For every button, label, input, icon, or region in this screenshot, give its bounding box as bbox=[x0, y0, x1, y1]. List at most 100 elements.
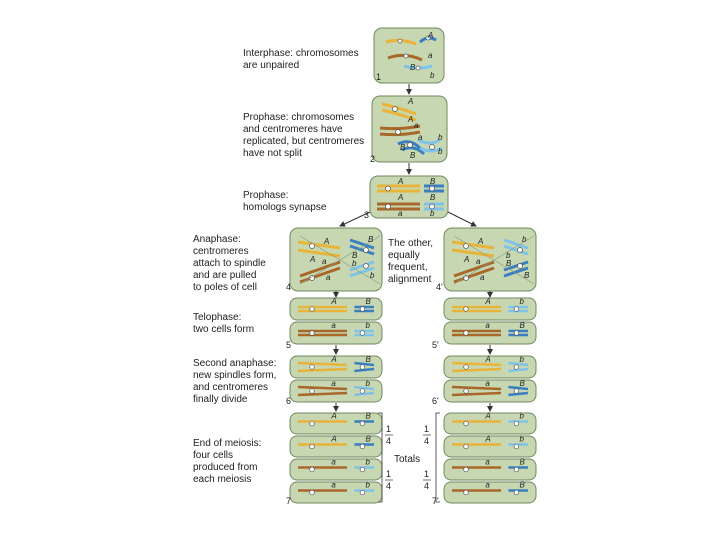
centromere bbox=[513, 489, 520, 496]
synapse-cell bbox=[369, 175, 449, 219]
centromere bbox=[359, 489, 366, 496]
centromere bbox=[309, 306, 315, 312]
centromere bbox=[463, 364, 469, 370]
allele-label: B bbox=[365, 435, 371, 444]
allele-label: a bbox=[485, 321, 490, 330]
interphase-chromosomes bbox=[385, 35, 437, 71]
chromatid bbox=[451, 391, 502, 397]
telophase-label: Telophase: two cells form bbox=[193, 312, 254, 335]
allele-label: a bbox=[418, 133, 423, 142]
allele-label: A bbox=[323, 237, 329, 246]
allele-label: a bbox=[331, 379, 336, 388]
allele-label: B bbox=[430, 177, 436, 186]
centromere bbox=[463, 330, 469, 336]
allele-label: b bbox=[519, 435, 524, 444]
alternative-alignment-label: The other, equally frequent, alignment bbox=[388, 238, 436, 285]
allele-label: b bbox=[519, 355, 524, 364]
centromere bbox=[513, 306, 520, 312]
fraction-denominator: 4 bbox=[424, 481, 429, 491]
allele-label: b bbox=[370, 271, 375, 280]
centromere bbox=[359, 364, 366, 370]
allele-label: B bbox=[506, 259, 512, 268]
prophase-replicated-label: Prophase: chromosomes and centromeres ha… bbox=[243, 112, 367, 159]
allele-label: a bbox=[480, 273, 485, 282]
allele-label: b bbox=[430, 209, 435, 218]
allele-label: a bbox=[331, 321, 336, 330]
centromere bbox=[513, 364, 520, 370]
allele-label: B bbox=[524, 271, 530, 280]
chromatid bbox=[508, 361, 529, 367]
centromere bbox=[359, 388, 366, 394]
cell bbox=[443, 412, 537, 435]
synapsed-chromosomes bbox=[377, 184, 444, 211]
allele-label: B bbox=[365, 355, 371, 364]
centromere bbox=[309, 443, 315, 450]
step-number: 6' bbox=[432, 396, 439, 406]
allele-label: A bbox=[407, 115, 413, 124]
chromatid bbox=[297, 385, 348, 391]
allele-label: a bbox=[322, 257, 327, 266]
chromatid bbox=[451, 385, 502, 391]
allele-label: b bbox=[365, 481, 370, 490]
allele-label: A bbox=[330, 297, 336, 306]
allele-label: A bbox=[484, 297, 490, 306]
centromere bbox=[309, 330, 315, 336]
chromatid bbox=[451, 361, 502, 367]
allele-label: A bbox=[330, 435, 336, 444]
prophase-synapse-label: Prophase: homologs synapse bbox=[243, 190, 327, 213]
centromere bbox=[513, 420, 520, 427]
chromatid bbox=[508, 391, 529, 397]
centromere bbox=[513, 443, 520, 450]
allele-label: B bbox=[519, 321, 525, 330]
step-number: 6 bbox=[286, 396, 291, 406]
allele-label: B bbox=[519, 458, 525, 467]
centromere bbox=[359, 443, 366, 450]
allele-label: a bbox=[331, 458, 336, 467]
fraction-numerator: 1 bbox=[424, 469, 429, 479]
allele-label: a bbox=[485, 458, 490, 467]
allele-label: A bbox=[397, 193, 403, 202]
allele-label: B bbox=[410, 63, 416, 72]
centromere bbox=[309, 388, 315, 394]
cell bbox=[443, 435, 537, 458]
allele-label: b bbox=[519, 297, 524, 306]
allele-label: a bbox=[428, 51, 433, 60]
allele-label: A bbox=[484, 412, 490, 421]
step-number: 7 bbox=[286, 496, 291, 506]
chromatid bbox=[297, 367, 348, 373]
step-number: 3 bbox=[364, 210, 369, 220]
allele-label: B bbox=[365, 412, 371, 421]
allele-label: B bbox=[519, 379, 525, 388]
cell bbox=[443, 355, 537, 379]
centromere bbox=[463, 443, 469, 450]
chromatid bbox=[354, 385, 375, 391]
chromatid bbox=[354, 367, 375, 373]
allele-label: A bbox=[477, 237, 483, 246]
centromere bbox=[463, 466, 469, 473]
chromatid bbox=[354, 361, 375, 367]
chromatid bbox=[508, 385, 529, 391]
chromatid bbox=[354, 391, 375, 397]
allele-label: a bbox=[476, 257, 481, 266]
centromere bbox=[359, 466, 366, 473]
second-anaphase-label: Second anaphase: new spindles form, and … bbox=[193, 358, 279, 405]
allele-label: B bbox=[400, 143, 406, 152]
step-number: 5' bbox=[432, 340, 439, 350]
totals-label: Totals bbox=[394, 454, 420, 465]
cell bbox=[289, 379, 383, 403]
cell bbox=[289, 321, 383, 345]
allele-label: a bbox=[331, 481, 336, 490]
cell bbox=[443, 458, 537, 481]
allele-label: A bbox=[330, 355, 336, 364]
centromere bbox=[463, 306, 469, 312]
step-number: 2 bbox=[370, 154, 375, 164]
allele-label: b bbox=[506, 251, 511, 260]
allele-label: b bbox=[365, 379, 370, 388]
replicated-chromosomes bbox=[379, 102, 443, 156]
allele-label: A bbox=[397, 177, 403, 186]
allele-label: a bbox=[398, 209, 403, 218]
interphase-label: Interphase: chromosomes are unpaired bbox=[243, 48, 361, 71]
centromere bbox=[513, 330, 520, 336]
allele-label: a bbox=[485, 481, 490, 490]
